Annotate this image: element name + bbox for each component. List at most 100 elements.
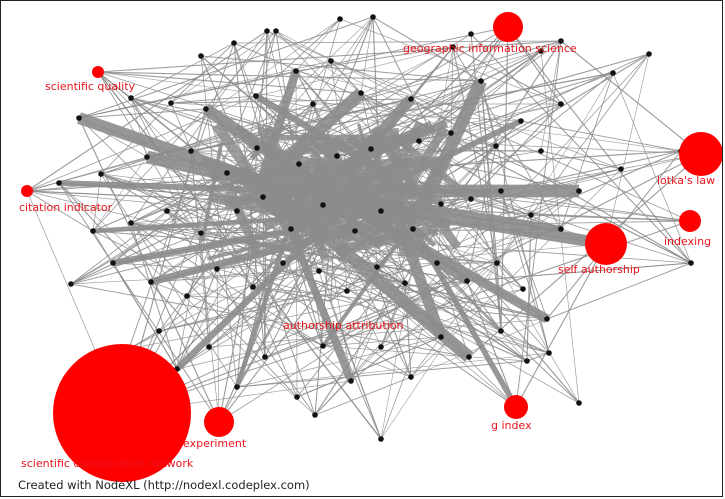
network-edge [200, 55, 482, 82]
network-node [558, 101, 564, 107]
network-edge [322, 220, 691, 347]
network-node [264, 28, 270, 34]
network-node [493, 143, 499, 149]
network-edge [130, 97, 254, 288]
label-g-index: g index [491, 419, 532, 432]
network-node [320, 202, 326, 208]
network-edge [97, 71, 362, 94]
network-node [466, 354, 472, 360]
node-geographic-information-science [493, 12, 523, 42]
network-edge [78, 117, 352, 382]
label-authorship-attribution: authorship attribution [283, 319, 403, 332]
network-edge [322, 153, 702, 347]
network-node [416, 138, 422, 144]
network-edge [360, 16, 374, 94]
weighted-edge [307, 131, 400, 225]
network-node [234, 208, 240, 214]
weighted-edge [395, 125, 449, 202]
network-node [273, 28, 279, 34]
network-node [374, 264, 380, 270]
network-edge [205, 46, 454, 110]
network-node [148, 279, 154, 285]
network-node [544, 316, 550, 322]
label-geographic-information-science: geographic information science [403, 42, 577, 55]
weighted-edge [249, 179, 398, 224]
network-node [334, 153, 340, 159]
node-labels-layer: geographic information science scientific… [19, 42, 715, 470]
network-node [156, 328, 162, 334]
network-node [520, 286, 526, 292]
network-node [128, 220, 134, 226]
network-node [110, 260, 116, 266]
network-node [168, 100, 174, 106]
weighted-edge [336, 191, 432, 263]
network-edge [236, 360, 528, 388]
network-node [688, 260, 694, 266]
network-node [378, 344, 384, 350]
network-node [254, 145, 260, 151]
weighted-edge [287, 229, 355, 383]
network-edge [295, 18, 341, 72]
network-edge [354, 230, 528, 362]
weighted-edge [274, 134, 385, 141]
label-scientific-quality: scientific quality [45, 80, 136, 93]
network-node [198, 230, 204, 236]
network-node [448, 130, 454, 136]
network-node [370, 14, 376, 20]
network-node [234, 384, 240, 390]
network-edge [318, 270, 548, 320]
network-edge [322, 345, 528, 362]
network-edge [236, 352, 550, 388]
weighted-edge [262, 162, 399, 232]
node-experiment [204, 407, 234, 437]
weighted-edge [346, 135, 365, 152]
network-node [348, 378, 354, 384]
network-node [410, 226, 416, 232]
network-node [328, 58, 334, 64]
network-node [206, 344, 212, 350]
network-edge [176, 232, 202, 370]
network-edge [150, 281, 412, 378]
network-node [646, 51, 652, 57]
network-node [98, 171, 104, 177]
network-edge [466, 280, 517, 408]
node-scientific-quality [92, 66, 104, 78]
network-node [468, 31, 474, 37]
network-edge [560, 72, 614, 230]
network-node [90, 228, 96, 234]
network-node [320, 343, 326, 349]
network-edge [546, 262, 692, 320]
weighted-edge [112, 227, 292, 267]
weighted-edge [232, 236, 300, 254]
network-node [337, 16, 343, 22]
network-edge [130, 42, 235, 99]
network-node [498, 188, 504, 194]
network-edge [255, 18, 341, 97]
network-edge [496, 262, 580, 404]
network-edge [350, 266, 378, 382]
network-edge [372, 16, 482, 82]
network-edge [526, 214, 532, 362]
weighted-edge [200, 141, 224, 242]
node-lotkas-law [679, 132, 722, 176]
network-node [576, 400, 582, 406]
network-edge [166, 210, 470, 358]
network-node [494, 260, 500, 266]
network-edge [468, 153, 702, 358]
network-edge [500, 190, 548, 320]
network-node [294, 394, 300, 400]
network-edge [418, 140, 702, 155]
network-edge [97, 71, 218, 270]
network-edge [176, 270, 320, 370]
network-edge [266, 30, 691, 222]
weighted-edge [256, 69, 301, 183]
network-edge [176, 268, 218, 370]
network-edge [540, 40, 562, 152]
network-edge [507, 26, 692, 264]
network-edge [314, 53, 650, 416]
network-node [402, 280, 408, 286]
network-node [618, 166, 624, 172]
network-edge [158, 262, 438, 332]
network-node [310, 101, 316, 107]
